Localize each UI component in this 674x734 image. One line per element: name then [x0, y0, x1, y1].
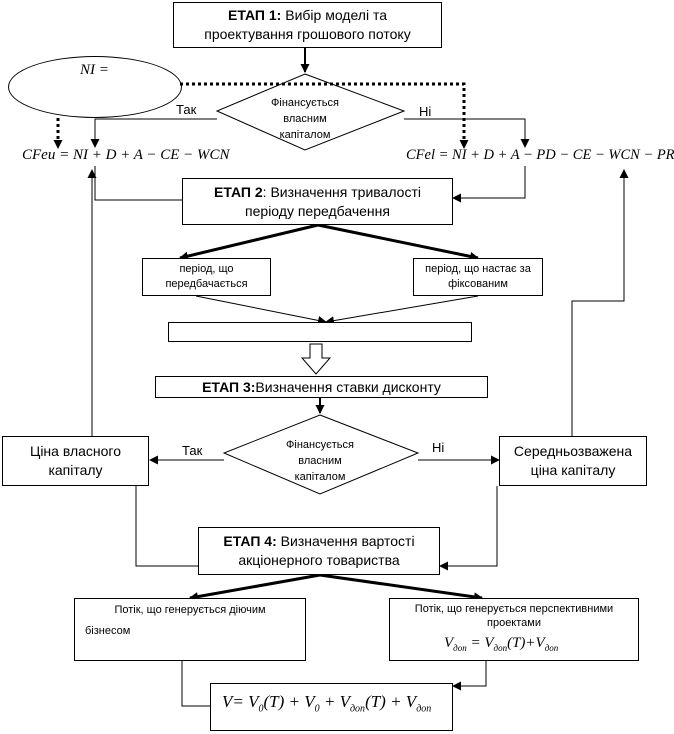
stage-4-text: Визначення вартості	[276, 533, 415, 550]
stage-4-title: ЕТАП 4:	[223, 533, 277, 550]
ni-bubble-text: NI =	[80, 62, 109, 78]
stage-4-box: ЕТАП 4: Визначення вартості акціонерного…	[198, 527, 440, 575]
decision-2-no-label: Ні	[432, 440, 445, 455]
decision-1-yes-label: Так	[176, 102, 197, 117]
decision-2-yes-label: Так	[182, 443, 203, 458]
stage-3-box: ЕТАП 3: Визначення ставки дисконту	[155, 376, 488, 398]
wacc-box: Середньозважена ціна капіталу	[499, 436, 647, 486]
stage-1-text-2: проектування грошового потоку	[204, 26, 411, 42]
decision-2-text: Фінансується власним капіталом	[286, 439, 354, 483]
decision-diamond-2	[222, 414, 420, 495]
formula-cfel: CFel = NI + D + A − PD − CE − WCN − PR +…	[406, 147, 674, 163]
flow-existing-box: Потік, що генерується діючим бізнесом	[74, 598, 306, 661]
stage-3-title: ЕТАП 3:	[202, 378, 256, 395]
formula-vdop: Vдоп = Vдоп(T)+Vдоп	[444, 635, 559, 653]
stage-2-text: : Визначення тривалості	[262, 183, 421, 200]
formula-cfeu: CFeu = NI + D + A − CE − WCN	[22, 147, 230, 163]
stage-1-box: ЕТАП 1: Вибір моделі та проектування гро…	[173, 2, 442, 48]
merge-box	[168, 322, 472, 342]
stage-1-text: Вибір моделі та	[281, 7, 387, 24]
stage-2-box: ЕТАП 2: Визначення тривалості періоду пе…	[182, 178, 453, 225]
period-fixed-box: період, що настає за фіксованим	[413, 258, 543, 296]
formula-total: V= V0(T) + V0 + Vдоп(T) + Vдоп	[222, 692, 432, 715]
equity-cost-box: Ціна власного капіталу	[2, 436, 149, 486]
stage-1-title: ЕТАП 1:	[228, 7, 282, 24]
decision-1-no-label: Ні	[419, 104, 432, 119]
stage-2-text-2: періоду передбачення	[245, 202, 390, 219]
decision-diamond-1	[215, 73, 406, 151]
total-value-box	[210, 683, 453, 731]
ni-bubble	[8, 56, 182, 118]
stage-4-text-2: акціонерного товариства	[238, 552, 400, 568]
period-forecast-box: період, що передбачається	[142, 258, 271, 296]
stage-2-title: ЕТАП 2	[214, 183, 263, 200]
stage-3-text: Визначення ставки дисконту	[255, 378, 441, 395]
decision-1-text: Фінансується власним капіталом	[271, 97, 339, 141]
flow-projects-box: Потік, що генерується перспективними про…	[389, 598, 639, 661]
